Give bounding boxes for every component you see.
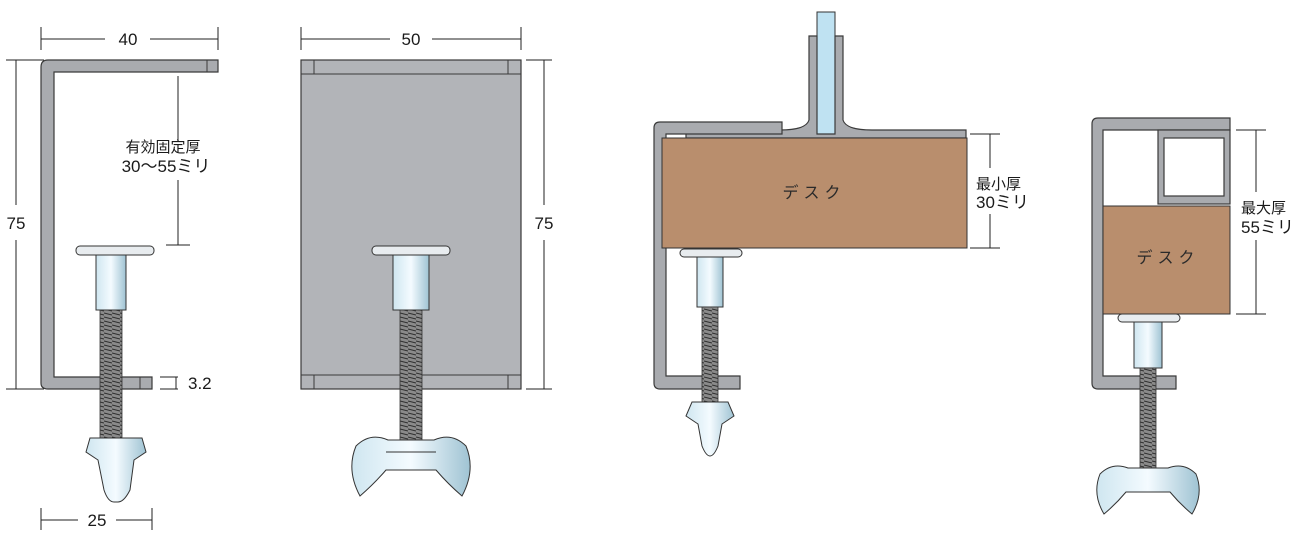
- dimension-bottom-width: 25: [40, 508, 153, 530]
- wing-knob: [85, 437, 147, 503]
- effective-thickness-callout: 有効固定厚 30〜55ミリ: [122, 76, 211, 246]
- max-thickness-label: 最大厚: [1241, 199, 1286, 217]
- dim-label-75-front: 75: [535, 214, 554, 233]
- dimension-top-width: 40: [40, 27, 219, 50]
- dim-label-25: 25: [88, 511, 107, 530]
- wing-nut-max: [1096, 465, 1200, 515]
- front-screw-assembly: [351, 245, 471, 497]
- desk-label-max: デスク: [1136, 248, 1199, 267]
- max-thickness-value: 55ミリ: [1241, 218, 1294, 237]
- threaded-rod: [99, 309, 123, 441]
- desk-label-min: デスク: [782, 183, 845, 202]
- wing-nut: [351, 436, 471, 497]
- dim-label-40: 40: [119, 30, 138, 49]
- wing-knob-min: [685, 401, 735, 457]
- dimension-front-width: 50: [300, 27, 522, 50]
- dimension-height: 75: [6, 59, 44, 390]
- glass-panel: [816, 11, 836, 135]
- front-view: 50 75: [300, 27, 554, 497]
- desk-board-min: [661, 137, 968, 249]
- dimension-plate-thickness: 3.2: [160, 374, 212, 393]
- c-frame-max: [1091, 117, 1231, 390]
- pressure-pad: [75, 245, 155, 256]
- effective-thickness-range: 30〜55ミリ: [122, 157, 211, 176]
- dim-label-50: 50: [402, 30, 421, 49]
- screw-assembly: [75, 245, 155, 503]
- max-thickness-example: デスク 最大厚 55ミリ: [1091, 117, 1294, 515]
- t-bracket: [685, 35, 967, 139]
- min-thickness-example: デスク 最小厚 30ミリ: [653, 11, 1029, 457]
- dim-label-75: 75: [7, 214, 26, 233]
- screw-sleeve: [95, 254, 127, 311]
- c-frame: [40, 59, 219, 390]
- min-thickness-value: 30ミリ: [976, 193, 1029, 212]
- c-frame-min: [653, 121, 783, 390]
- side-view: 40 75 有効固定厚 30〜55ミリ: [6, 27, 219, 530]
- dim-label-3-2: 3.2: [188, 374, 212, 393]
- desk-board-max: [1102, 205, 1231, 315]
- min-thickness-label: 最小厚: [976, 175, 1021, 193]
- effective-thickness-label: 有効固定厚: [125, 138, 200, 156]
- dimension-front-height: 75: [526, 59, 554, 390]
